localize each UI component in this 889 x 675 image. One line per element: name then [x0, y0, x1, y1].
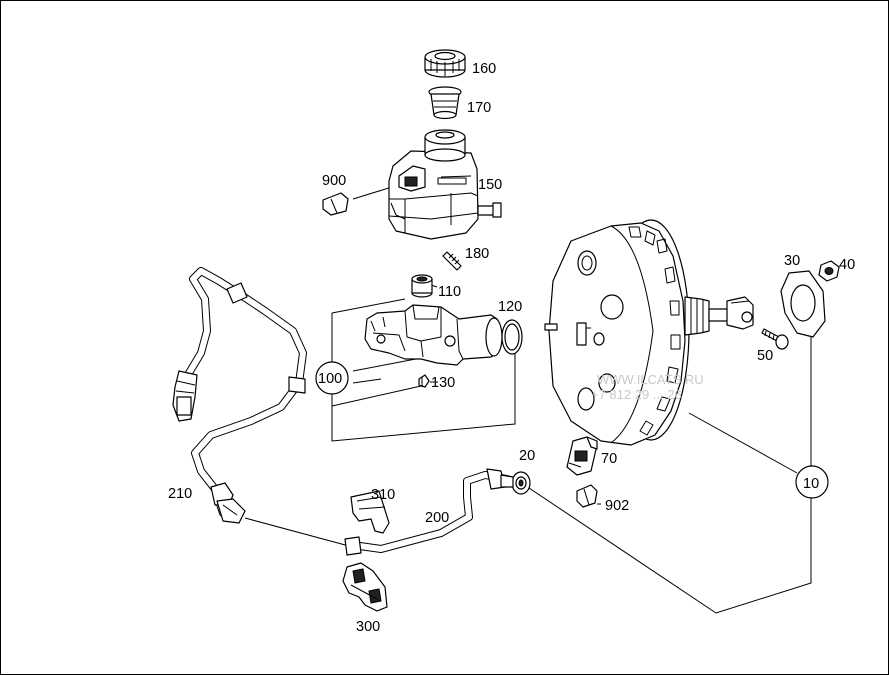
label-30[interactable]: 30 [784, 253, 800, 269]
seal-130 [418, 374, 430, 388]
leader-lines [244, 186, 812, 614]
bolt-50 [761, 328, 789, 350]
label-310[interactable]: 310 [371, 487, 395, 503]
label-170[interactable]: 170 [467, 100, 491, 116]
label-50[interactable]: 50 [757, 348, 773, 364]
brake-booster [544, 219, 754, 446]
callout-circle-100 [315, 361, 349, 395]
watermark-line-2: +7 812 29 ... 26 [591, 387, 682, 402]
label-200[interactable]: 200 [425, 510, 449, 526]
label-130[interactable]: 130 [431, 375, 455, 391]
gasket-30 [780, 270, 826, 338]
label-900[interactable]: 900 [322, 173, 346, 189]
strainer-170 [428, 86, 462, 120]
label-40[interactable]: 40 [839, 257, 855, 273]
callout-circle-10 [795, 465, 829, 499]
vacuum-hose-200 [344, 468, 514, 556]
fluid-reservoir-150 [388, 129, 502, 240]
bracket-310 [350, 490, 390, 534]
label-210[interactable]: 210 [168, 486, 192, 502]
part-number-labels: 160 170 150 900 180 110 120 100 130 30 4… [168, 61, 855, 635]
clip-902 [576, 484, 598, 508]
vacuum-sensor-70 [566, 436, 598, 476]
o-ring-120 [501, 319, 523, 355]
label-160[interactable]: 160 [472, 61, 496, 77]
label-150[interactable]: 150 [478, 177, 502, 193]
label-180[interactable]: 180 [465, 246, 489, 262]
label-110[interactable]: 110 [438, 284, 461, 300]
grommet-110 [411, 274, 433, 298]
holder-300 [342, 562, 388, 612]
clip-900 [322, 192, 349, 216]
label-902[interactable]: 902 [605, 498, 629, 514]
grommet-20 [511, 471, 531, 495]
reservoir-cap-160 [424, 49, 466, 78]
label-120[interactable]: 120 [498, 299, 522, 315]
master-cylinder [364, 304, 503, 366]
label-70[interactable]: 70 [601, 451, 617, 467]
watermark-line-1: WWW.ILCATS.RU [597, 372, 704, 387]
label-20[interactable]: 20 [519, 448, 535, 464]
label-300[interactable]: 300 [356, 619, 380, 635]
nut-40 [818, 260, 840, 282]
vacuum-hose-210 [172, 267, 307, 524]
label-100[interactable]: 100 [318, 371, 342, 387]
pin-180 [442, 251, 462, 271]
label-10[interactable]: 10 [803, 476, 819, 492]
